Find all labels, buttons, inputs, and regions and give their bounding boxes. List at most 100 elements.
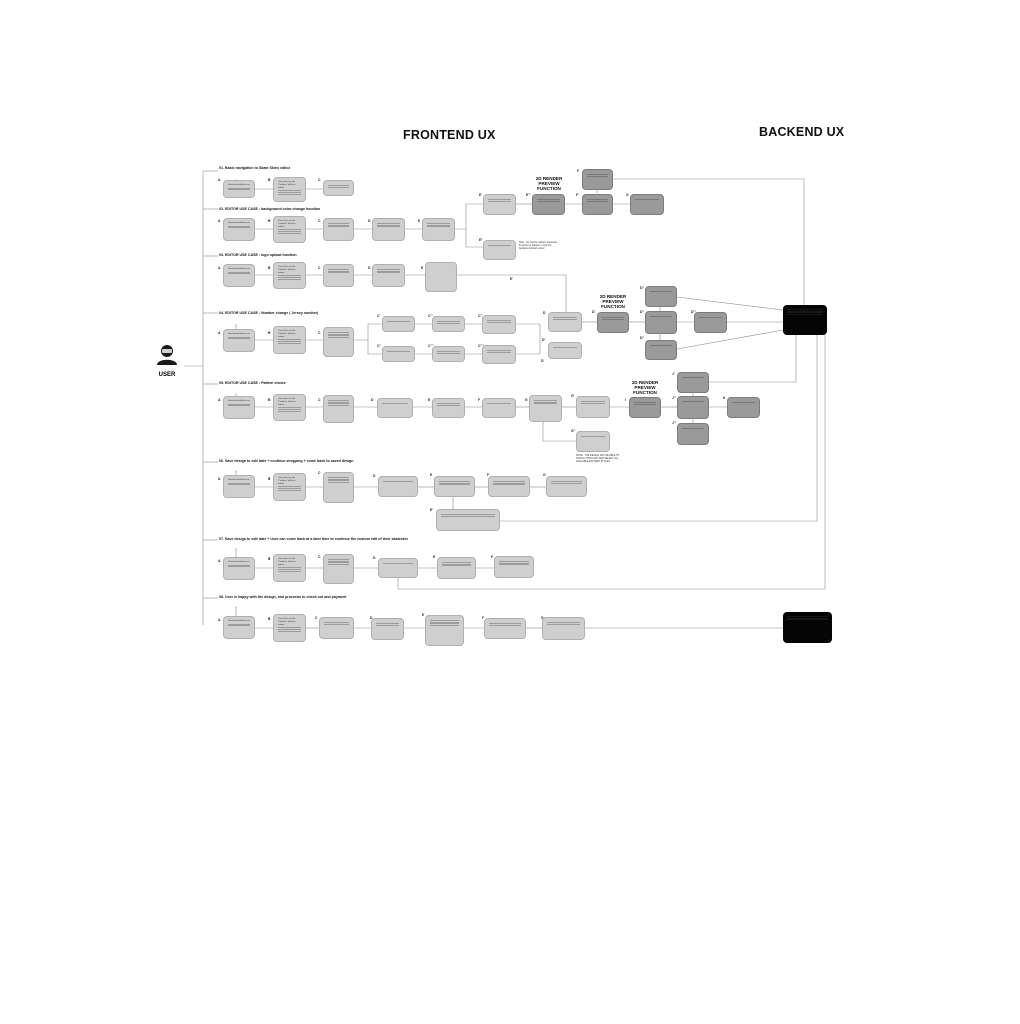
step-label: A — [218, 398, 221, 402]
flow-box: Skateskinsfullsite.com — [223, 180, 255, 198]
step-label: C'''' — [428, 344, 434, 348]
section-title: 08. User is happy with the design, and p… — [219, 595, 347, 599]
step-label: A — [218, 477, 221, 481]
step-label: E''' — [526, 193, 531, 197]
step-label: E — [428, 398, 431, 402]
step-label: C — [318, 471, 321, 475]
step-label: F — [482, 616, 485, 620]
render-preview-label: 2D RENDER PREVIEW FUNCTION — [599, 294, 627, 309]
step-label: D — [373, 556, 376, 560]
flow-box — [645, 311, 677, 334]
step-label: E — [421, 266, 424, 270]
step-label: C'' — [377, 344, 382, 348]
flow-box — [323, 218, 354, 241]
step-label: B — [268, 398, 271, 402]
flow-box — [425, 615, 464, 646]
step-label: F — [487, 473, 490, 477]
flow-note: NOTE : THE DESIGN MAY BE ABLE TO SCROLL … — [576, 454, 620, 463]
step-label: E — [422, 613, 425, 617]
flow-box — [422, 218, 455, 241]
flow-box — [382, 316, 415, 332]
step-label: D — [371, 398, 374, 402]
flow-box-title: Skateskinsfullsite.com — [228, 400, 250, 402]
flow-box — [372, 264, 405, 287]
flow-box-title: User clicks on the 'Products' link/nav b… — [278, 330, 296, 338]
section-title: 04. EDITOR USE CASE : Number change ( Je… — [219, 311, 319, 315]
step-label: D — [368, 266, 371, 270]
step-label: D — [368, 219, 371, 223]
render-preview-label: 2D RENDER PREVIEW FUNCTION — [631, 380, 659, 395]
step-label: D — [370, 616, 373, 620]
flow-box — [645, 286, 677, 307]
flow-box-title: Skateskinsfullsite.com — [228, 333, 250, 335]
stray-marker: , — [885, 168, 886, 172]
step-label: K — [723, 396, 726, 400]
step-label: G' — [571, 394, 575, 398]
flow-note: Note : the function allows 'Generate' fu… — [519, 241, 558, 250]
flow-box-title: Skateskinsfullsite.com — [228, 620, 250, 622]
step-label: D — [373, 474, 376, 478]
flow-box — [323, 327, 354, 357]
step-label: D'' — [640, 336, 645, 340]
step-label: F — [491, 555, 494, 559]
section-title: 02. EDITOR USE CASE : background color c… — [219, 207, 321, 211]
flow-box — [576, 431, 610, 452]
step-label: E' — [430, 508, 434, 512]
step-label: J''' — [672, 421, 677, 425]
frontend-header: FRONTEND UX — [403, 128, 496, 142]
flow-box — [582, 169, 613, 190]
step-label: E — [433, 555, 436, 559]
flow-box — [546, 476, 587, 497]
section-title: 03. EDITOR USE CASE : logo upload functi… — [219, 253, 297, 257]
step-label: J'' — [672, 396, 676, 400]
flow-box-title: User clicks on the 'Products' link/nav b… — [278, 266, 296, 274]
section-title: 07. Save design to edit later + User can… — [219, 537, 408, 541]
backend-box — [783, 612, 832, 643]
flow-box: User clicks on the 'Products' link/nav b… — [273, 177, 306, 202]
step-label: A — [218, 219, 221, 223]
flow-box — [582, 194, 613, 215]
step-label: D' — [541, 359, 545, 363]
flow-box — [434, 476, 475, 497]
step-label: E'' — [479, 238, 483, 242]
flow-box — [645, 340, 677, 360]
step-label: J' — [672, 372, 675, 376]
flow-box: Skateskinsfullsite.com — [223, 218, 255, 241]
step-label: A — [218, 559, 221, 563]
flow-box — [382, 346, 415, 362]
section-title: 05. EDITOR USE CASE : Pattern choice — [219, 381, 286, 385]
render-preview-label: 2D RENDER PREVIEW FUNCTION — [535, 176, 563, 191]
step-label: E — [430, 473, 433, 477]
flow-box: Skateskinsfullsite.com — [223, 475, 255, 498]
step-label: I — [625, 398, 626, 402]
flow-box-title: User clicks on the 'Products' link/nav b… — [278, 220, 296, 228]
flow-box — [484, 618, 526, 639]
flow-box — [542, 617, 585, 640]
flow-box — [482, 345, 516, 364]
flow-box — [323, 554, 354, 584]
flow-box — [378, 558, 418, 578]
step-label: C — [315, 616, 318, 620]
flow-box — [371, 618, 404, 640]
flow-box — [323, 264, 354, 287]
flow-box — [437, 557, 476, 579]
flow-box: Skateskinsfullsite.com — [223, 557, 255, 580]
step-label: G — [626, 193, 629, 197]
flow-box — [727, 397, 760, 418]
flow-box — [432, 316, 465, 332]
flow-box-title: User clicks on the 'Products' link/nav b… — [278, 398, 296, 406]
flow-box-title: Skateskinsfullsite.com — [228, 222, 250, 224]
flow-box — [323, 472, 354, 503]
step-label: G — [543, 473, 546, 477]
flow-box-title: User clicks on the 'Products' link/nav b… — [278, 477, 296, 485]
flow-box — [629, 397, 661, 418]
flow-box: User clicks on the 'Products' link/nav b… — [273, 326, 306, 354]
step-label: C — [318, 555, 321, 559]
flow-box-title: User clicks on the 'Products' link/nav b… — [278, 181, 296, 189]
flow-box — [548, 342, 582, 359]
step-label: B — [268, 617, 271, 621]
flow-box — [432, 346, 465, 362]
step-label: F — [478, 398, 481, 402]
step-label: G — [525, 398, 528, 402]
